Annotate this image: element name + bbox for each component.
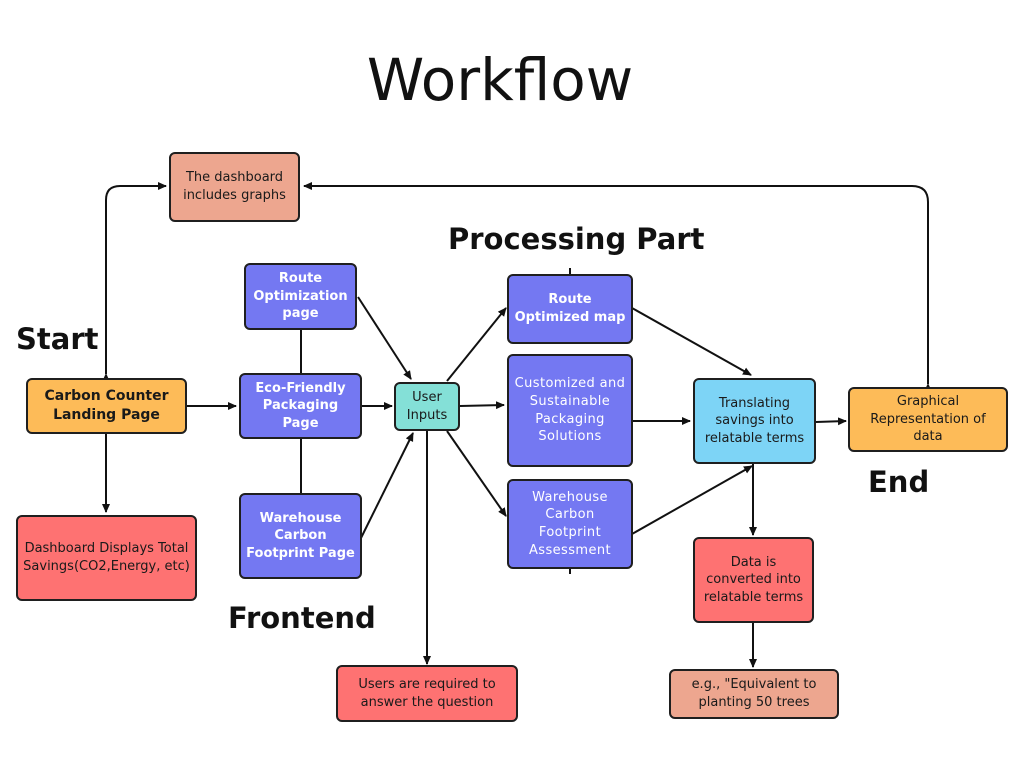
translating-savings-node: Translating savings into relatable terms bbox=[693, 378, 816, 464]
data-converted-node: Data is converted into relatable terms bbox=[693, 537, 814, 623]
equivalent-node-label: e.g., "Equivalent to planting 50 trees bbox=[691, 677, 817, 710]
end-label: End bbox=[868, 465, 930, 499]
start-label: Start bbox=[16, 322, 99, 356]
processing-part-label: Processing Part bbox=[448, 222, 705, 256]
frontend-label: Frontend bbox=[228, 601, 376, 635]
warehouse-assessment-node: Warehouse Carbon Footprint Assessment bbox=[507, 479, 633, 569]
edge-warehouse-page-inputs bbox=[360, 432, 414, 539]
edge-route-page-inputs bbox=[357, 296, 412, 380]
translating-node-label: Translating savings into relatable terms bbox=[704, 395, 805, 446]
users-required-node: Users are required to answer the questio… bbox=[336, 665, 518, 722]
dashboard-graphs-node-label: The dashboard includes graphs bbox=[183, 170, 286, 203]
edge-route-map-translating bbox=[631, 307, 752, 376]
customized-packaging-node: Customized and Sustainable Packaging Sol… bbox=[507, 354, 633, 467]
edge-graphical-dashboard-graphs bbox=[303, 182, 932, 392]
eco-friendly-packaging-page-node: Eco-Friendly Packaging Page bbox=[239, 373, 362, 439]
edge-translating-graphical bbox=[815, 417, 847, 426]
dashboard-graphs-node: The dashboard includes graphs bbox=[169, 152, 300, 222]
graphical-representation-node: Graphical Representation of data bbox=[848, 387, 1008, 452]
warehouse-carbon-footprint-page-node: Warehouse Carbon Footprint Page bbox=[239, 493, 362, 579]
route-optimized-map-node: Route Optimized map bbox=[507, 274, 633, 344]
warehouse-assessment-node-label: Warehouse Carbon Footprint Assessment bbox=[529, 489, 611, 558]
route-map-node-label: Route Optimized map bbox=[514, 292, 626, 325]
edge-inputs-warehouse-assessment bbox=[446, 430, 507, 517]
warehouse-page-node-label: Warehouse Carbon Footprint Page bbox=[246, 510, 355, 561]
graphical-node-label: Graphical Representation of data bbox=[870, 394, 986, 445]
edge-inputs-route-map bbox=[446, 307, 507, 382]
landing-node-label: Carbon Counter Landing Page bbox=[44, 388, 169, 423]
edge-inputs-custom-packaging bbox=[459, 401, 505, 410]
converted-node-label: Data is converted into relatable terms bbox=[703, 554, 804, 605]
carbon-counter-landing-page-node: Carbon Counter Landing Page bbox=[26, 378, 187, 434]
user-inputs-node-label: User Inputs bbox=[406, 389, 448, 423]
page-title: Workflow bbox=[366, 46, 634, 114]
dashboard-displays-node: Dashboard Displays Total Savings(CO2,Ene… bbox=[16, 515, 197, 601]
equivalent-example-node: e.g., "Equivalent to planting 50 trees bbox=[669, 669, 839, 719]
edge-warehouse-assessment-translating bbox=[631, 465, 753, 535]
edge-landing-dashboard-graphs bbox=[102, 182, 167, 382]
custom-packaging-node-label: Customized and Sustainable Packaging Sol… bbox=[514, 376, 626, 445]
user-inputs-node: User Inputs bbox=[394, 382, 460, 431]
dashboard-displays-node-label: Dashboard Displays Total Savings(CO2,Ene… bbox=[23, 541, 190, 574]
route-optimization-page-node: Route Optimization page bbox=[244, 263, 357, 330]
users-required-node-label: Users are required to answer the questio… bbox=[358, 676, 496, 710]
eco-page-node-label: Eco-Friendly Packaging Page bbox=[255, 380, 346, 431]
route-page-node-label: Route Optimization page bbox=[253, 271, 348, 322]
